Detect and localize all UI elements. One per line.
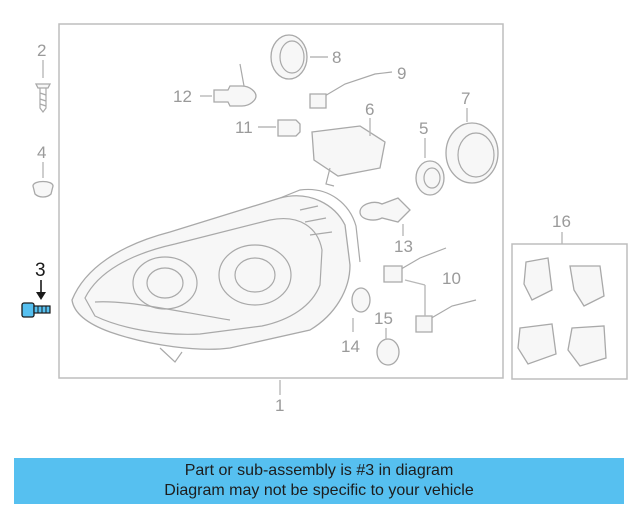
control-module-icon [311, 118, 386, 187]
socket-icon [415, 138, 445, 196]
callout-6: 6 [365, 100, 374, 119]
bolt-icon [21, 280, 51, 318]
callout-15: 15 [374, 309, 393, 328]
callout-16: 16 [552, 212, 571, 231]
bulb-icon [258, 119, 301, 137]
info-banner: Part or sub-assembly is #3 in diagram Di… [14, 458, 624, 504]
callout-7: 7 [461, 89, 470, 108]
headlamp-assembly [71, 188, 361, 363]
callout-9: 9 [397, 64, 406, 83]
cap-icon [270, 34, 328, 80]
bulb-icon [351, 287, 371, 332]
callout-10: 10 [442, 269, 461, 288]
subkit-frame [511, 243, 628, 380]
callout-12: 12 [173, 87, 192, 106]
callout-14: 14 [341, 337, 360, 356]
callout-1: 1 [275, 396, 284, 415]
callout-8: 8 [332, 48, 341, 67]
callout-3: 3 [35, 260, 46, 281]
callout-11: 11 [235, 118, 253, 137]
callout-13: 13 [394, 237, 413, 256]
banner-line-2: Diagram may not be specific to your vehi… [164, 482, 474, 499]
socket-icon [383, 247, 477, 333]
callout-2: 2 [37, 41, 46, 60]
clip-icon [32, 162, 54, 198]
banner-line-1: Part or sub-assembly is #3 in diagram [184, 462, 454, 479]
bulb-icon [200, 63, 257, 107]
assembly-frame [58, 23, 504, 379]
screw-icon [34, 60, 52, 113]
subkit-parts [517, 232, 607, 367]
callout-5: 5 [419, 119, 428, 138]
bulb-icon [376, 328, 400, 366]
bulb-icon [359, 197, 411, 236]
callout-4: 4 [37, 143, 46, 162]
socket-icon [309, 71, 393, 109]
cap-icon [445, 108, 499, 184]
